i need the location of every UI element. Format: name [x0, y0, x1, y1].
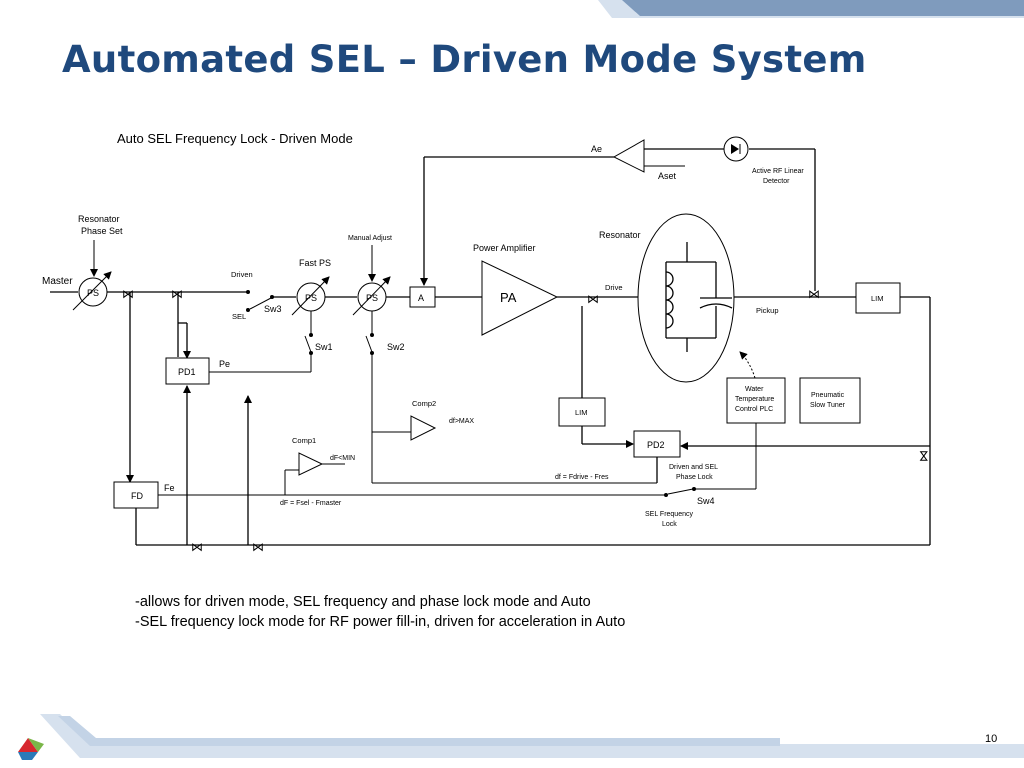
label-sel-freq-lock-1: SEL Frequency: [645, 511, 693, 518]
label-water-1: Water: [745, 386, 764, 393]
label-pd2: PD2: [647, 440, 665, 450]
label-pd1: PD1: [178, 367, 196, 377]
pneumatic-box: [799, 377, 861, 424]
label-resonator-phase-set-1: Resonator: [78, 214, 120, 224]
xmark-3: ⋈: [587, 292, 599, 306]
label-pa: PA: [500, 290, 517, 305]
label-attenuator: A: [418, 293, 424, 303]
swoosh-mid: [58, 716, 780, 746]
xmark-1: ⋈: [122, 287, 134, 301]
lim-top-box: [855, 282, 901, 314]
label-sw1: Sw1: [315, 342, 333, 352]
label-resonator-phase-set-2: Phase Set: [81, 226, 123, 236]
bullet-2: -SEL frequency lock mode for RF power fi…: [135, 614, 626, 630]
label-water-3: Control PLC: [735, 406, 773, 413]
slide-title: Automated SEL – Driven Mode System: [62, 38, 867, 81]
lim-mid-box: [558, 397, 606, 427]
pd1-box: [165, 357, 210, 385]
water-temp-box: [726, 377, 786, 424]
comparator-ae: [612, 139, 645, 173]
xmark-7: ⋈: [252, 540, 264, 554]
label-ps-manual: PS: [366, 293, 378, 303]
comparator-comp2: [410, 415, 437, 441]
label-resonator: Resonator: [599, 230, 641, 240]
xmark-4: ⋈: [808, 287, 820, 301]
label-sel: SEL: [232, 312, 246, 321]
label-sw4: Sw4: [697, 496, 715, 506]
label-pickup: Pickup: [756, 306, 779, 315]
bullet-list: -allows for driven mode, SEL frequency a…: [135, 592, 625, 632]
block-diagram: Auto SEL Frequency Lock - Driven Mode Ma…: [42, 131, 931, 554]
label-sw3: Sw3: [264, 304, 282, 314]
power-amplifier: [481, 260, 559, 336]
logo-red: [18, 738, 38, 752]
xmark-5: ⋈: [917, 450, 931, 462]
bottom-decoration: [18, 714, 1024, 760]
label-lim-mid: LIM: [575, 408, 588, 417]
label-sw2: Sw2: [387, 342, 405, 352]
label-df-fsel: dF = Fsel - Fmaster: [280, 500, 342, 507]
label-master: Master: [42, 276, 73, 287]
label-sel-freq-lock-2: Lock: [662, 521, 677, 528]
pd2-box: [633, 430, 681, 458]
label-driven: Driven: [231, 270, 253, 279]
banner-dark-stripe: [622, 0, 1024, 16]
label-pneumatic-2: Slow Tuner: [810, 402, 846, 409]
label-driven-sel-phase-1: Driven and SEL: [669, 464, 718, 471]
label-power-amplifier: Power Amplifier: [473, 243, 536, 253]
label-ps-master: PS: [87, 288, 99, 298]
label-driven-sel-phase-2: Phase Lock: [676, 474, 713, 481]
bullet-1: -allows for driven mode, SEL frequency a…: [135, 594, 591, 610]
top-banner: [598, 0, 1024, 18]
label-comp1: Comp1: [292, 436, 316, 445]
label-lim-top: LIM: [871, 294, 884, 303]
label-df-min: dF<MIN: [330, 455, 355, 462]
resonator: [637, 213, 735, 383]
swoosh-light: [40, 714, 1024, 758]
label-drive: Drive: [605, 283, 623, 292]
xmark-2: ⋈: [171, 287, 183, 301]
label-rf-detector-2: Detector: [763, 178, 790, 185]
label-aset: Aset: [658, 171, 677, 181]
label-manual-adjust: Manual Adjust: [348, 235, 392, 242]
page-number: 10: [985, 733, 998, 745]
label-pe: Pe: [219, 359, 230, 369]
label-fe: Fe: [164, 483, 175, 493]
diagram-caption: Auto SEL Frequency Lock - Driven Mode: [117, 131, 353, 146]
xmark-6: ⋈: [191, 540, 203, 554]
label-fast-ps: Fast PS: [299, 258, 331, 268]
label-ae: Ae: [591, 144, 602, 154]
comparator-comp1: [298, 452, 324, 476]
label-ps-fast: PS: [305, 293, 317, 303]
label-water-2: Temperature: [735, 396, 774, 403]
label-comp2: Comp2: [412, 399, 436, 408]
label-fd: FD: [131, 491, 143, 501]
label-df-fdrive: df = Fdrive - Fres: [555, 474, 609, 481]
label-df-max: df>MAX: [449, 418, 474, 425]
logo-green: [28, 738, 44, 752]
label-pneumatic-1: Pneumatic: [811, 392, 845, 399]
label-rf-detector-1: Active RF Linear: [752, 168, 804, 175]
logo-blue: [18, 752, 38, 760]
